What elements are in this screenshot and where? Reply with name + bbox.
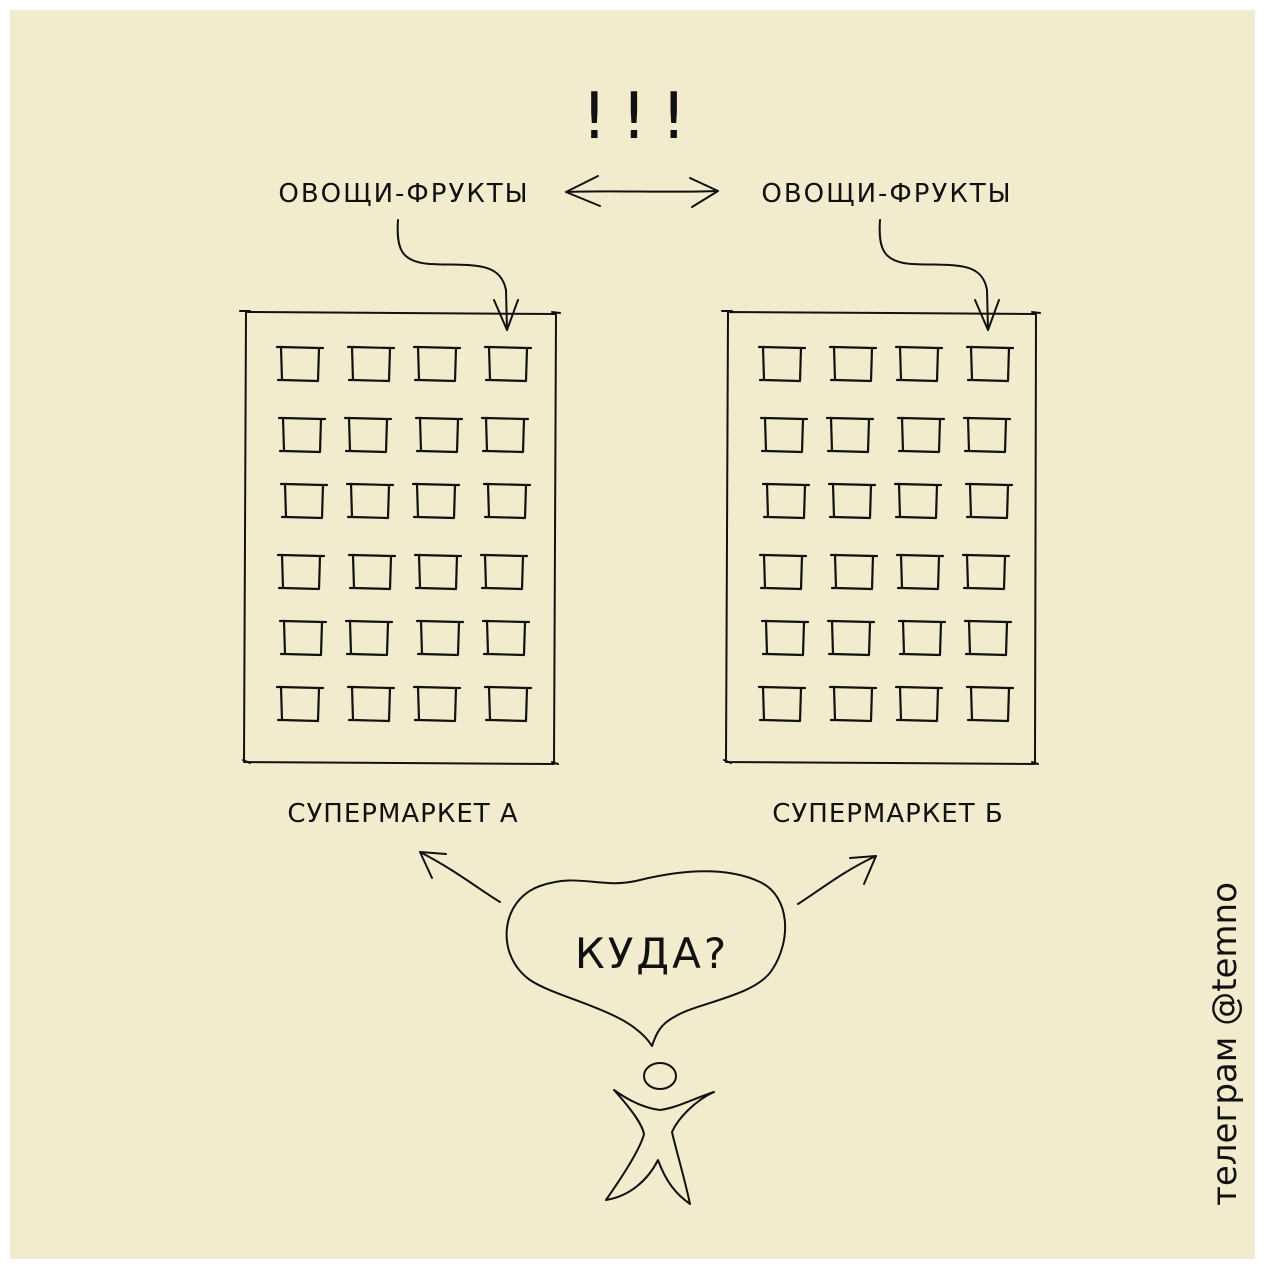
store-name-right: СУПЕРМАРКЕТ Б	[772, 799, 1003, 829]
exclamation-marks: !!!	[582, 80, 701, 154]
section-label-left: ОВОЩИ-ФРУКТЫ	[278, 179, 529, 209]
store-name-left: СУПЕРМАРКЕТ А	[287, 799, 518, 829]
section-label-right: ОВОЩИ-ФРУКТЫ	[761, 179, 1012, 209]
credit-text: телеграм @temno	[1205, 882, 1245, 1206]
thought-bubble-text: КУДА?	[575, 929, 729, 978]
paper-background	[10, 10, 1255, 1259]
